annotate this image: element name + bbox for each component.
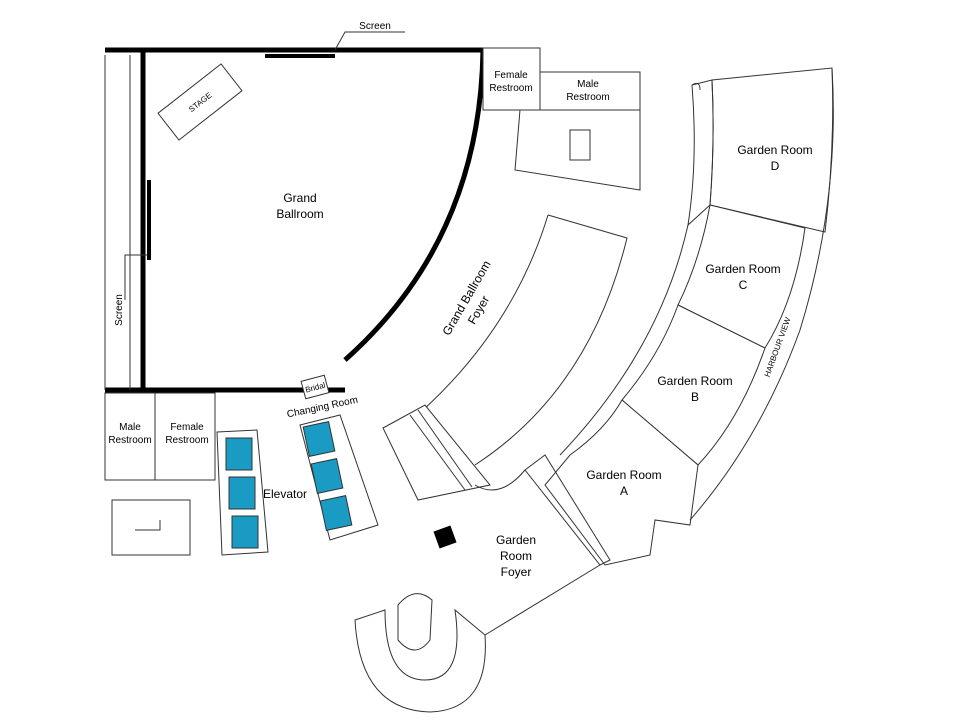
- grand-ballroom-label: Grand: [283, 191, 316, 205]
- elevator-car: [228, 476, 256, 510]
- changing-room-label: Changing Room: [286, 395, 359, 421]
- elevator-car: [231, 515, 259, 549]
- elevator-label: Elevator: [263, 487, 307, 501]
- garden-room-a[interactable]: Garden Room A: [524, 399, 699, 566]
- male-restroom-label: Male: [119, 422, 141, 433]
- garden-room-c-label: Garden Room: [705, 262, 780, 276]
- garden-room-foyer-label: Room: [500, 549, 532, 563]
- elevator-car: [319, 495, 353, 531]
- grand-ballroom-label: Ballroom: [276, 207, 323, 221]
- male-restroom-label: Restroom: [566, 92, 609, 103]
- garden-room-a-label: Garden Room: [586, 468, 661, 482]
- driveway-island: [397, 593, 433, 651]
- garden-room-d-label: Garden Room: [737, 143, 812, 157]
- elevators[interactable]: Elevator: [216, 414, 379, 556]
- garden-room-foyer-label: Foyer: [501, 565, 532, 579]
- garden-room-b-label: Garden Room: [657, 374, 732, 388]
- male-restroom-label: Restroom: [108, 435, 151, 446]
- male-restroom-label: Male: [577, 79, 599, 90]
- garden-room-d-label: D: [771, 159, 780, 173]
- pillar: [433, 525, 457, 549]
- female-restroom-label: Female: [170, 422, 204, 433]
- female-restroom-label: Restroom: [489, 83, 532, 94]
- elevator-car: [225, 437, 253, 471]
- stage: STAGE: [157, 63, 243, 141]
- elevator-car: [310, 458, 344, 494]
- garden-room-d[interactable]: Garden Room D: [687, 67, 834, 233]
- garden-room-foyer[interactable]: Garden Room Foyer: [474, 469, 601, 636]
- female-restroom-label: Female: [494, 70, 528, 81]
- garden-room-b-label: B: [691, 390, 699, 404]
- grand-ballroom[interactable]: STAGE Screen Screen Grand Ballroom: [104, 21, 486, 393]
- elevator-car: [302, 421, 336, 457]
- screen-top-label: Screen: [359, 21, 391, 32]
- garden-room-c[interactable]: Garden Room C: [677, 204, 806, 349]
- garden-room-foyer-label: Garden: [496, 533, 536, 547]
- female-restroom-label: Restroom: [165, 435, 208, 446]
- bridal-room[interactable]: Bridal Changing Room: [286, 374, 359, 421]
- harbour-view-edge: [689, 67, 834, 521]
- garden-corridor-wall: [559, 82, 701, 456]
- screen-left-label: Screen: [114, 294, 125, 326]
- driveway: [354, 608, 486, 713]
- garden-room-c-label: C: [739, 278, 748, 292]
- restrooms-bottom[interactable]: Male Restroom Female Restroom: [104, 392, 216, 556]
- garden-room-a-label: A: [620, 484, 628, 498]
- restrooms-top[interactable]: Female Restroom Male Restroom: [482, 47, 641, 191]
